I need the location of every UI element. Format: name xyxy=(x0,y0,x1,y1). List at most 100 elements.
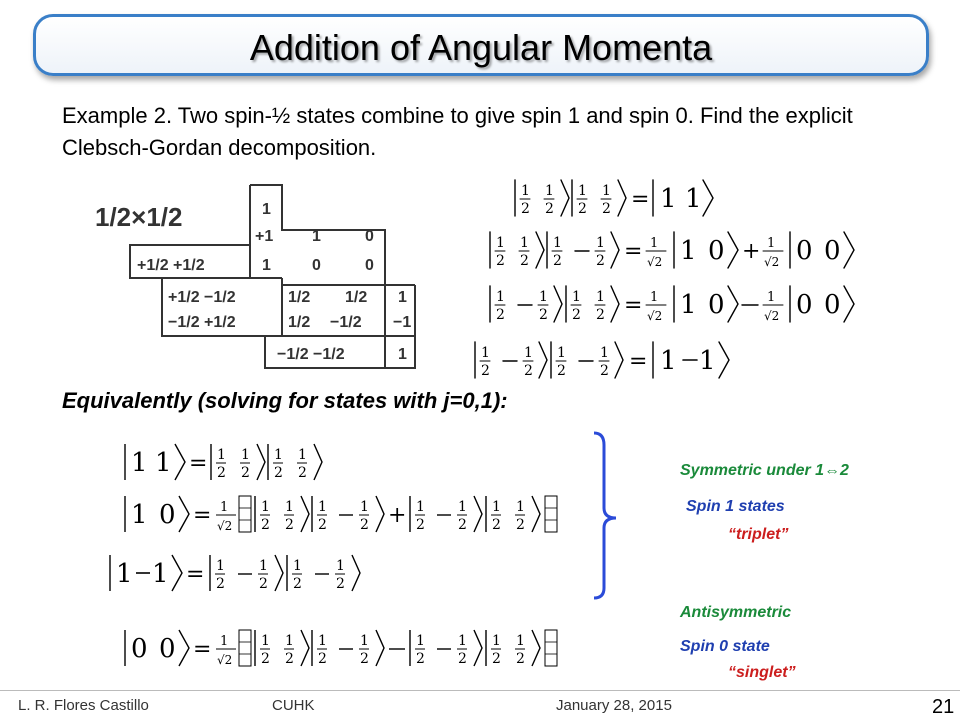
svg-text:1: 1 xyxy=(116,559,133,589)
svg-text:2: 2 xyxy=(553,253,562,269)
svg-text:0: 0 xyxy=(824,236,841,266)
svg-text:1: 1 xyxy=(516,499,525,515)
svg-text:1: 1 xyxy=(539,289,548,305)
svg-text:1: 1 xyxy=(131,500,148,530)
svg-text:2: 2 xyxy=(261,651,270,667)
spin0-label: Spin 0 state xyxy=(680,638,770,655)
cg-j-label: 1 xyxy=(262,201,271,218)
svg-text:2: 2 xyxy=(416,517,425,533)
svg-text:1: 1 xyxy=(220,500,228,515)
svg-text:1: 1 xyxy=(545,183,554,199)
svg-text:2: 2 xyxy=(496,307,505,323)
intro-text: Example 2. Two spin-½ states combine to … xyxy=(62,103,853,160)
svg-text:2: 2 xyxy=(293,576,302,592)
svg-text:1: 1 xyxy=(217,447,226,463)
svg-text:1: 1 xyxy=(285,633,294,649)
svg-text:2: 2 xyxy=(360,517,369,533)
svg-text:√2: √2 xyxy=(764,309,779,323)
cg-table: 1/2×1/2 1 +1 1 0 0 0 1 −1 +1/2 +1/2 1 +1… xyxy=(95,184,416,369)
svg-text:=: = xyxy=(624,293,642,318)
svg-text:1: 1 xyxy=(318,499,327,515)
svg-text:0: 0 xyxy=(708,236,725,266)
svg-text:2: 2 xyxy=(516,651,525,667)
svg-text:=: = xyxy=(193,503,211,528)
svg-text:2: 2 xyxy=(539,307,548,323)
symmetric-label: Symmetric under 1⇔2 xyxy=(680,462,849,479)
svg-text:2: 2 xyxy=(596,307,605,323)
cg-jm-4: 0 xyxy=(365,257,374,274)
svg-text:2: 2 xyxy=(318,517,327,533)
slide-title: Addition of Angular Momenta xyxy=(249,27,713,68)
svg-text:1: 1 xyxy=(680,236,697,266)
svg-text:1: 1 xyxy=(699,346,716,376)
svg-text:0: 0 xyxy=(159,500,176,530)
svg-text:2: 2 xyxy=(458,517,467,533)
svg-text:1: 1 xyxy=(481,345,490,361)
cg-row-2-left: +1/2 −1/2 xyxy=(168,289,236,306)
footer-org: CUHK xyxy=(272,697,315,714)
svg-text:=: = xyxy=(629,349,647,374)
svg-text:1: 1 xyxy=(261,633,270,649)
svg-text:2: 2 xyxy=(318,651,327,667)
svg-text:1: 1 xyxy=(293,558,302,574)
svg-text:2: 2 xyxy=(216,576,225,592)
svg-text:+: + xyxy=(388,503,406,528)
svg-text:1: 1 xyxy=(152,559,169,589)
cg-m-label: +1 xyxy=(255,228,273,245)
svg-text:1: 1 xyxy=(155,448,172,478)
svg-text:0: 0 xyxy=(131,634,148,664)
equation-triplet-minus: 1 1 = 12 12 12 12 xyxy=(109,554,361,592)
svg-text:2: 2 xyxy=(492,651,501,667)
svg-text:0: 0 xyxy=(159,634,176,664)
svg-text:2: 2 xyxy=(596,253,605,269)
svg-text:1: 1 xyxy=(298,447,307,463)
svg-text:2: 2 xyxy=(285,517,294,533)
svg-text:2: 2 xyxy=(458,651,467,667)
svg-text:1: 1 xyxy=(360,499,369,515)
svg-text:2: 2 xyxy=(602,201,611,217)
footer-divider xyxy=(0,690,960,691)
svg-text:2: 2 xyxy=(274,465,283,481)
svg-text:1: 1 xyxy=(274,447,283,463)
svg-text:√2: √2 xyxy=(647,255,662,269)
svg-text:1: 1 xyxy=(572,289,581,305)
svg-text:2: 2 xyxy=(520,253,529,269)
cg-jm-2: 0 xyxy=(365,228,374,245)
svg-text:1: 1 xyxy=(578,183,587,199)
cg-jm-1: 1 xyxy=(312,228,321,245)
svg-text:1: 1 xyxy=(600,345,609,361)
svg-text:0: 0 xyxy=(824,290,841,320)
svg-text:1: 1 xyxy=(285,499,294,515)
spin1-label: Spin 1 states xyxy=(686,498,785,515)
svg-text:1: 1 xyxy=(557,345,566,361)
svg-text:1: 1 xyxy=(261,499,270,515)
svg-text:1: 1 xyxy=(596,289,605,305)
cg-jm-5: 1 xyxy=(398,289,407,306)
title-bar: Addition of Angular Momenta xyxy=(33,14,929,76)
svg-text:1: 1 xyxy=(650,236,658,251)
equation-4: 12 12 12 12 = 1 1 xyxy=(474,341,730,379)
svg-text:√2: √2 xyxy=(217,519,232,533)
svg-text:0: 0 xyxy=(708,290,725,320)
svg-text:1: 1 xyxy=(496,235,505,251)
svg-text:1: 1 xyxy=(416,633,425,649)
cg-row-3-val-1: 1/2 xyxy=(288,314,310,331)
cg-jm-3: 0 xyxy=(312,257,321,274)
svg-text:1: 1 xyxy=(680,290,697,320)
svg-text:2: 2 xyxy=(416,651,425,667)
svg-text:2: 2 xyxy=(285,651,294,667)
footer-author: L. R. Flores Castillo xyxy=(18,697,149,714)
singlet-label: “singlet” xyxy=(728,664,796,681)
cg-row-4-val: 1 xyxy=(398,346,407,363)
cg-row-2-val-2: 1/2 xyxy=(345,289,367,306)
svg-text:=: = xyxy=(186,562,204,587)
svg-text:1: 1 xyxy=(318,633,327,649)
svg-text:1: 1 xyxy=(767,290,775,305)
